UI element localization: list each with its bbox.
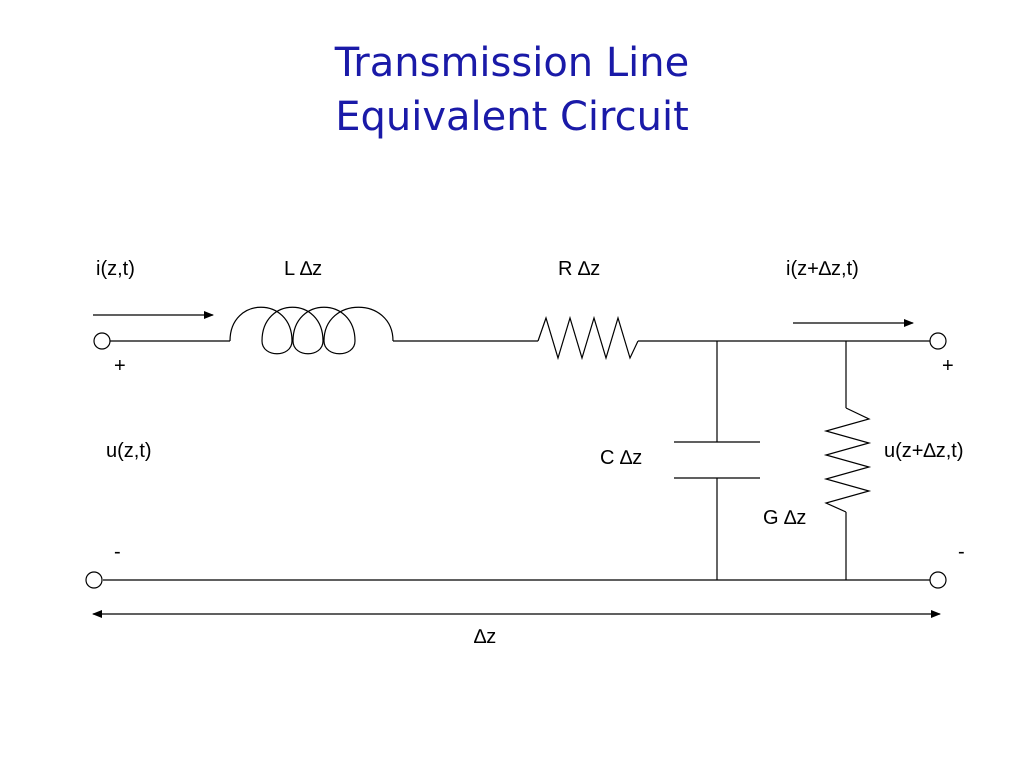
plus-right-label: + bbox=[942, 355, 954, 377]
terminal-bottom-left bbox=[85, 571, 103, 589]
series-resistor bbox=[537, 315, 639, 361]
capacitance-label: C ∆z bbox=[600, 447, 643, 469]
title-line-1: Transmission Line bbox=[334, 40, 690, 86]
voltage-out-label: u(z+∆z,t) bbox=[884, 440, 964, 462]
minus-left-label: - bbox=[114, 541, 121, 563]
current-out-label: i(z+∆z,t) bbox=[786, 258, 859, 280]
current-in-label: i(z,t) bbox=[96, 258, 135, 280]
conductance-label: G ∆z bbox=[763, 507, 807, 529]
terminal-top-right bbox=[929, 332, 947, 350]
inductance-label: L ∆z bbox=[284, 258, 323, 280]
title-line-2: Equivalent Circuit bbox=[335, 94, 689, 140]
minus-right-label: - bbox=[958, 541, 965, 563]
terminal-bottom-right bbox=[929, 571, 947, 589]
plus-left-label: + bbox=[114, 355, 126, 377]
shunt-resistor bbox=[823, 407, 872, 513]
terminal-top-left bbox=[93, 332, 111, 350]
length-label: ∆z bbox=[474, 626, 497, 648]
resistance-label: R ∆z bbox=[558, 258, 601, 280]
inductor-coil bbox=[229, 306, 394, 355]
voltage-in-label: u(z,t) bbox=[106, 440, 152, 462]
